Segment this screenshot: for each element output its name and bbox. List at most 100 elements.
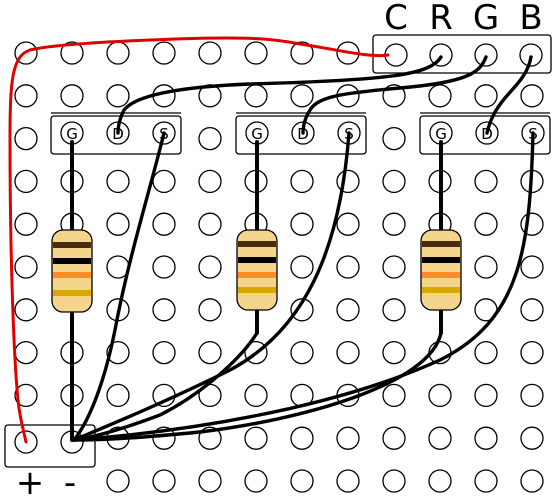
board-hole [106, 212, 130, 236]
board-hole [474, 212, 498, 236]
board-hole [474, 84, 498, 108]
resistor-1-band-3 [53, 272, 91, 278]
power-label-minus: - [64, 463, 76, 499]
resistor-3-band-2 [422, 257, 460, 263]
board-hole [290, 212, 314, 236]
wire-resistor-3-to-ground [72, 331, 443, 442]
board-hole [106, 469, 130, 493]
board-hole [152, 41, 176, 65]
transistor-3-label-g: G [435, 125, 447, 143]
connector-pin-r [429, 43, 453, 67]
connector-pin-b [519, 43, 543, 67]
board-hole [382, 255, 406, 279]
board-hole [14, 212, 38, 236]
board-hole [14, 298, 38, 322]
wire-source-1-to-ground [72, 131, 166, 442]
board-hole [290, 426, 314, 450]
board-hole [198, 126, 222, 151]
board-hole [290, 169, 314, 194]
board-hole [382, 126, 406, 151]
resistor-2-band-2 [238, 257, 276, 263]
board-hole [14, 255, 38, 279]
board-hole [106, 84, 130, 108]
wire-r-to-drain-1 [116, 55, 443, 135]
connector-label-g: G [473, 0, 499, 38]
transistor-3: G D S [419, 112, 551, 155]
board-hole [14, 169, 38, 194]
board-hole [14, 84, 38, 108]
board-hole [428, 469, 452, 493]
board-hole [382, 169, 406, 194]
wire-source-2-to-ground [72, 131, 351, 442]
connector-label-b: B [519, 0, 542, 38]
board-hole [152, 340, 176, 365]
board-hole [106, 169, 130, 194]
board-hole [336, 169, 360, 194]
board-hole [198, 469, 222, 493]
board-hole [106, 383, 130, 408]
board-hole [474, 255, 498, 279]
wire-resistor-2-to-ground [72, 331, 259, 442]
board-hole [520, 469, 544, 493]
power-label-plus: + [16, 463, 45, 499]
board-hole [198, 212, 222, 236]
resistor-1 [51, 229, 93, 313]
board-hole [152, 212, 176, 236]
board-hole [336, 426, 360, 450]
board-hole [290, 84, 314, 108]
resistor-3-band-3 [422, 272, 460, 278]
board-hole [520, 340, 544, 365]
resistor-2-band-3 [238, 272, 276, 278]
board-hole [520, 84, 544, 108]
board-hole [244, 41, 268, 65]
board-hole [14, 340, 38, 365]
board-hole [474, 426, 498, 450]
board-hole [198, 169, 222, 194]
board-hole [474, 340, 498, 365]
board-hole [244, 383, 268, 408]
board-hole [106, 41, 130, 65]
board-hole [520, 298, 544, 322]
board-hole [290, 41, 314, 65]
board-hole [244, 426, 268, 450]
board-hole [336, 340, 360, 365]
board-hole [520, 383, 544, 408]
board-hole [152, 298, 176, 322]
board-hole [382, 212, 406, 236]
transistor-2-label-g: G [251, 125, 263, 143]
connector-pin-g [474, 43, 498, 67]
board-hole [14, 383, 38, 408]
wire-b-to-drain-3 [485, 55, 533, 135]
board-hole [198, 298, 222, 322]
board-hole [14, 126, 38, 151]
connector-label-r: R [429, 0, 453, 38]
board-hole [198, 255, 222, 279]
wire-source-3-to-ground [72, 131, 535, 442]
resistor-1-band-2 [53, 258, 91, 264]
board-hole [290, 469, 314, 493]
board-hole [382, 298, 406, 322]
resistor-1-band-4 [53, 290, 91, 296]
board-hole [428, 84, 452, 108]
board-hole [290, 340, 314, 365]
board-hole [428, 426, 452, 450]
board-hole [336, 298, 360, 322]
board-hole [520, 255, 544, 279]
board-hole [60, 84, 84, 108]
board-hole [198, 41, 222, 65]
resistor-3-band-1 [422, 241, 460, 247]
board-hole [244, 469, 268, 493]
board-hole [382, 469, 406, 493]
resistor-2 [236, 229, 278, 311]
board-hole [152, 469, 176, 493]
board-hole [382, 340, 406, 365]
board-hole [474, 169, 498, 194]
board-hole [198, 340, 222, 365]
rgb-connector: C R G B [372, 0, 552, 74]
resistor-3-band-4 [422, 287, 460, 293]
board-hole [244, 84, 268, 108]
board-hole [336, 255, 360, 279]
board-hole [336, 469, 360, 493]
board-hole [336, 212, 360, 236]
